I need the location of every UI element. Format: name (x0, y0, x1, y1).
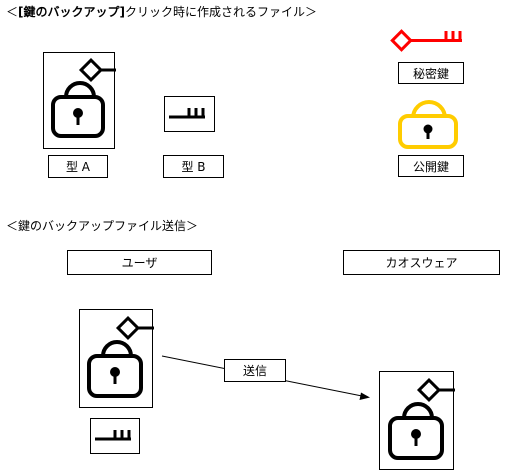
user-key-file-frame (90, 418, 140, 454)
heading-rest: クリック時に作成されるファイル＞ (125, 5, 318, 19)
user-actor-box: ユーザ (67, 250, 212, 275)
type-a-label-text: 型 A (65, 160, 91, 174)
chaosware-actor-box: カオスウェア (343, 250, 500, 275)
type-a-file-frame (43, 52, 116, 149)
chaosware-actor-label: カオスウェア (385, 256, 458, 270)
type-b-file-frame (164, 96, 215, 132)
heading-send-backup: ＜鍵のバックアップファイル送信＞ (6, 219, 199, 233)
public-key-lock-icon (398, 100, 458, 149)
padlock-with-key-icon (51, 57, 116, 138)
type-b-label-text: 型 B (181, 160, 206, 174)
user-actor-label: ユーザ (121, 256, 158, 270)
type-a-label: 型 A (48, 155, 108, 178)
padlock-with-key-icon (388, 377, 455, 460)
private-key-label: 秘密鍵 (398, 62, 464, 84)
heading-bold-title: [鍵のバックアップ] (18, 5, 125, 19)
public-key-label-text: 公開鍵 (412, 159, 449, 174)
heading-backup-files: ＜[鍵のバックアップ]クリック時に作成されるファイル＞ (6, 5, 317, 19)
key-icon (95, 430, 131, 441)
send-label-text: 送信 (242, 364, 267, 378)
send-label-box: 送信 (224, 359, 286, 382)
heading-open-bracket: ＜ (6, 5, 19, 19)
user-file-frame (79, 309, 154, 408)
public-key-label: 公開鍵 (398, 155, 464, 177)
key-icon (169, 108, 205, 119)
private-key-icon (390, 29, 462, 52)
type-b-label: 型 B (163, 155, 224, 178)
chaosware-file-frame (379, 371, 455, 470)
padlock-with-key-icon (87, 315, 154, 398)
private-key-label-text: 秘密鍵 (412, 66, 449, 81)
